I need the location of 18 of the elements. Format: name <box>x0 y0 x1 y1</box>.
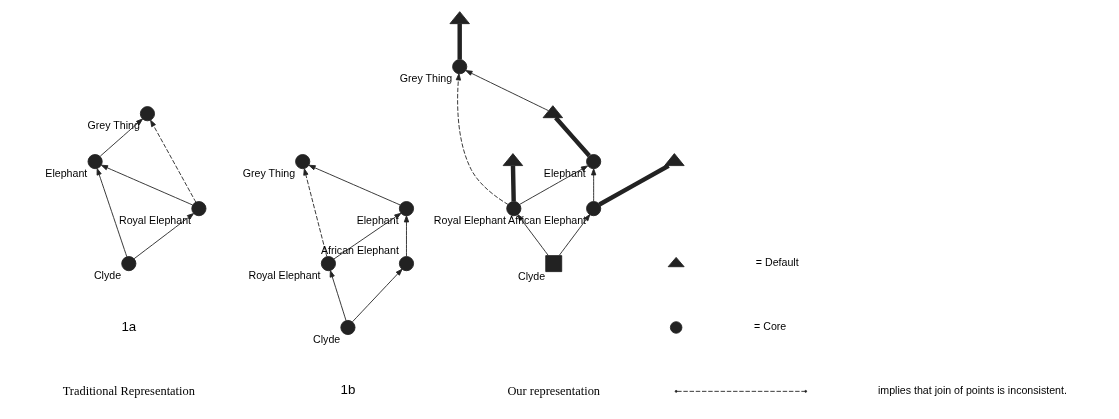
node-label: Elephant <box>356 214 399 227</box>
node-label: Grey Thing <box>87 119 140 132</box>
label: 1a <box>121 318 137 334</box>
node-label: Royal Elephant <box>248 269 321 282</box>
legend-label: implies that join of points is inconsistent. <box>877 384 1067 397</box>
node-label: Elephant <box>45 167 88 180</box>
legend-label: = Default <box>755 256 799 269</box>
node-label: Clyde <box>313 333 341 346</box>
node-label: Grey Thing <box>399 72 453 85</box>
label: 1b <box>340 382 356 398</box>
node-label: Royal Elephant <box>118 214 192 227</box>
node-label: Royal Elephant <box>433 214 506 227</box>
node-label: Clyde <box>93 269 122 282</box>
label: Our representation <box>507 383 601 398</box>
label: Traditional Representation <box>62 383 195 398</box>
node-label: Grey Thing <box>242 167 296 180</box>
legend-label: = Core <box>754 320 787 333</box>
node-label: Clyde <box>517 270 546 283</box>
